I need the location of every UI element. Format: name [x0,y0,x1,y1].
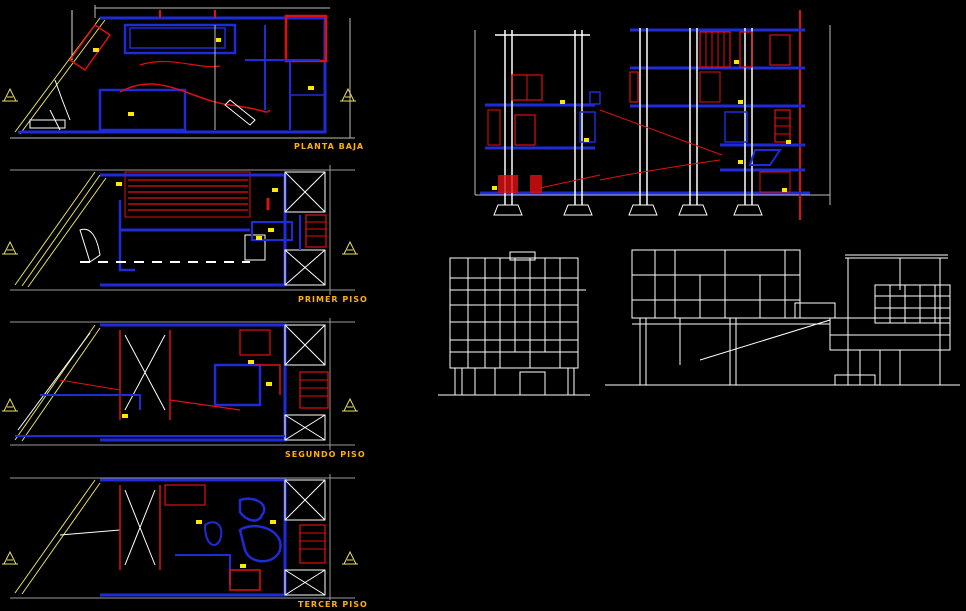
label-segundo-piso: SEGUNDO PISO [285,450,366,459]
elevation-front [438,251,590,396]
plan-planta-baja [1,5,357,139]
plan-primer-piso [1,165,359,295]
plan-tercer-piso [1,474,359,600]
label-planta-baja: PLANTA BAJA [294,142,365,151]
label-tercer-piso: TERCER PISO [298,600,368,609]
section-drawing [474,10,831,220]
plan-segundo-piso [1,318,359,450]
elevation-lateral [605,249,960,386]
label-primer-piso: PRIMER PISO [298,295,368,304]
